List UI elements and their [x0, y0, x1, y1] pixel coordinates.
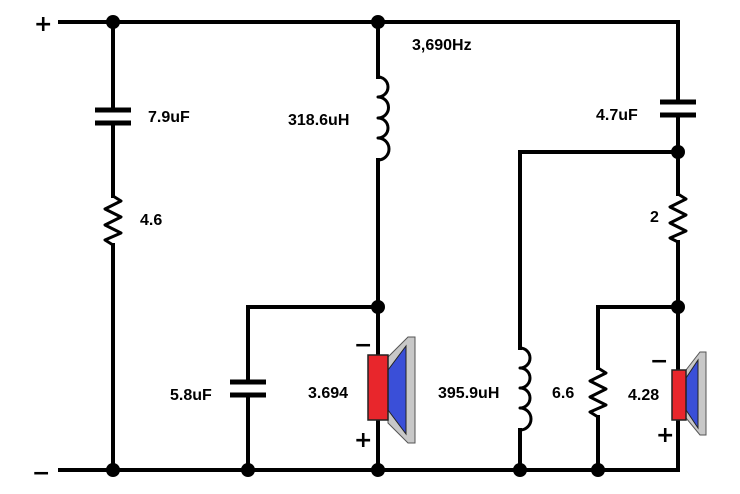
woofer-impedance-label: 3.694: [308, 385, 348, 402]
frequency-label: 3,690Hz: [412, 37, 472, 54]
tweeter-branch: [518, 20, 696, 472]
node: [371, 463, 385, 477]
r-tweeter-series-label: 2: [650, 209, 659, 226]
node: [371, 300, 385, 314]
c-woofer-label: 5.8uF: [170, 387, 212, 404]
l-tweeter-label: 395.9uH: [438, 385, 499, 402]
woofer-plus-label: +: [354, 428, 372, 453]
node: [106, 463, 120, 477]
woofer-minus-label: −: [354, 333, 372, 358]
tweeter-plus-label: +: [656, 423, 674, 448]
node: [106, 15, 120, 29]
l-woofer-label: 318.6uH: [288, 112, 349, 129]
node: [513, 463, 527, 477]
tweeter-minus-label: −: [650, 349, 668, 374]
node: [671, 145, 685, 159]
r-tweeter-shunt-label: 6.6: [552, 385, 574, 402]
c-tweeter-label: 4.7uF: [596, 107, 638, 124]
c-series-left-label: 7.9uF: [148, 109, 190, 126]
resistor-2: [668, 192, 688, 244]
resistor-4-6: [103, 194, 123, 247]
r-series-left-label: 4.6: [140, 212, 162, 229]
tweeter-impedance-label: 4.28: [628, 387, 659, 404]
negative-terminal-label: −: [32, 461, 50, 486]
left-branch: [95, 20, 131, 472]
resistor-6-6: [588, 366, 608, 419]
node: [241, 463, 255, 477]
woofer-speaker-icon: [367, 336, 416, 444]
junction-nodes: [106, 15, 685, 477]
node: [371, 15, 385, 29]
inductor-318-6uh: [376, 75, 391, 162]
woofer-branch: [230, 20, 391, 472]
tweeter-speaker-icon: [671, 351, 707, 436]
positive-terminal-label: +: [34, 12, 52, 37]
node: [591, 463, 605, 477]
inductor-395-9uh: [518, 346, 533, 432]
node: [671, 300, 685, 314]
